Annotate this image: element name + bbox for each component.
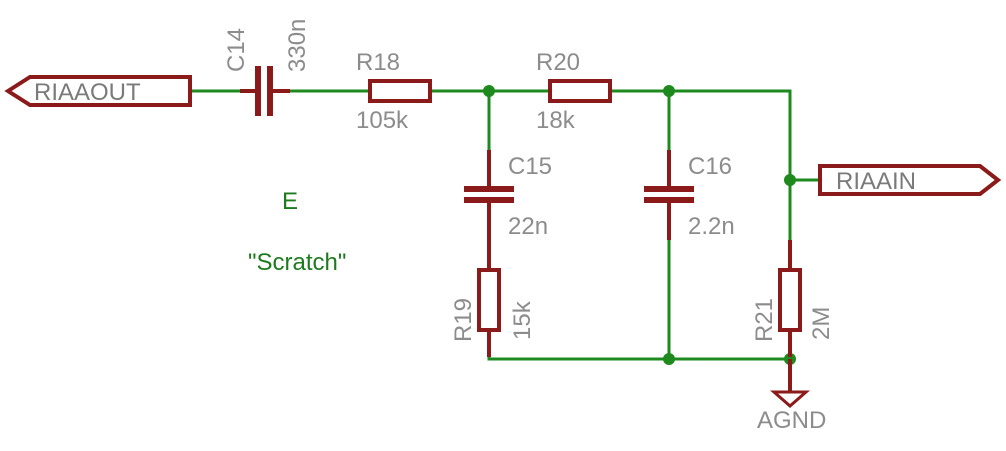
r18-body [368,79,432,103]
c16-name: C16 [688,153,732,180]
port-riaaout[interactable]: RIAAOUT [4,75,192,107]
resistor-r20[interactable]: R20 18k [536,49,612,134]
r21-value: 2M [808,307,835,340]
port-riaaout-shape [4,75,192,107]
ground-agnd[interactable]: AGND [757,359,826,434]
r18-name: R18 [356,49,400,76]
resistor-r18[interactable]: R18 105k [356,49,432,134]
junction-dot-riaain [784,174,796,186]
ground-label: AGND [757,407,826,434]
port-riaain-shape [818,164,1002,196]
port-riaain-label: RIAAIN [836,168,916,195]
c14-value: 330n [284,19,311,72]
section-label: E [282,188,298,215]
c15-name: C15 [508,153,552,180]
capacitor-c16[interactable]: C16 2.2n [644,150,735,240]
junction-dot-bottom-c16 [663,353,675,365]
capacitor-c15[interactable]: C15 22n [464,150,552,240]
resistor-r19[interactable]: R19 15k [450,240,536,357]
r20-value: 18k [536,107,576,134]
r21-body [778,268,802,332]
c14-name: C14 [223,28,250,72]
r19-value: 15k [509,300,536,340]
r19-body [477,268,501,332]
r20-name: R20 [536,49,580,76]
resistor-r21[interactable]: R21 2M [751,240,835,357]
junction-dot-node1 [483,85,495,97]
r18-value: 105k [356,107,409,134]
c16-value: 2.2n [688,213,735,240]
junction-dot-node2 [663,85,675,97]
r21-name: R21 [751,298,778,342]
port-riaain[interactable]: RIAAIN [818,164,1002,196]
capacitor-c14[interactable]: C14 330n [223,19,311,116]
port-riaaout-label: RIAAOUT [34,79,141,106]
r20-body [548,79,612,103]
r19-name: R19 [450,298,477,342]
section-subtitle: "Scratch" [248,249,346,276]
c15-value: 22n [508,213,548,240]
ground-icon [770,390,810,408]
